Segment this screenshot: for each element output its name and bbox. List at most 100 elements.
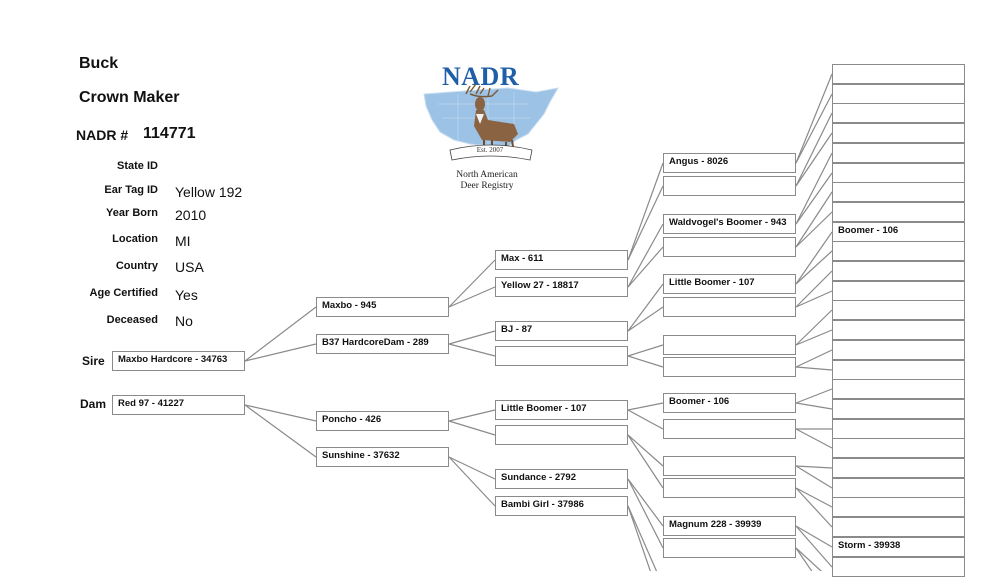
- pedigree-box-gen5-25: Storm - 39938: [832, 537, 965, 557]
- banner-icon: [449, 144, 533, 161]
- connector-line: [627, 344, 664, 357]
- field-value-deceased: No: [175, 313, 193, 329]
- nadr-number: 114771: [143, 125, 196, 142]
- connector-line: [795, 465, 833, 469]
- connector-line: [244, 343, 317, 362]
- connector-line: [795, 487, 833, 528]
- logo-line1: North American: [456, 170, 518, 180]
- pedigree-box-gen5-15: [832, 340, 965, 360]
- pedigree-box-gen4-14: [663, 538, 796, 558]
- connector-line: [448, 330, 496, 345]
- connector-line: [795, 428, 833, 449]
- connector-line: [448, 409, 496, 422]
- connector-line: [795, 211, 833, 248]
- logo-est: Est. 2007: [476, 146, 504, 154]
- pedigree-box-gen4-9: Boomer - 106: [663, 393, 796, 413]
- field-label-year-born: Year Born: [106, 207, 158, 219]
- pedigree-box-gen5-9: Boomer - 106: [832, 222, 965, 242]
- connector-line: [244, 404, 317, 422]
- pedigree-box-gen5-19: [832, 419, 965, 439]
- connector-line: [627, 223, 664, 288]
- connector-line: [448, 456, 496, 507]
- pedigree-box-gen4-1: Angus - 8026: [663, 153, 796, 173]
- pedigree-box-gen3-5: Little Boomer - 107: [495, 400, 628, 420]
- nadr-logo: NADR Est. 2007 North American Deer Regis…: [418, 62, 568, 197]
- field-label-age-certified: Age Certified: [89, 287, 158, 299]
- animal-type: Buck: [79, 55, 119, 72]
- connector-line: [795, 231, 833, 285]
- pedigree-box-gen4-13: Magnum 228 - 39939: [663, 516, 796, 536]
- pedigree-box-gen2-3: Poncho - 426: [316, 411, 449, 431]
- connector-line: [795, 250, 833, 285]
- pedigree-box-gen5-13: [832, 300, 965, 320]
- connector-line: [795, 525, 833, 548]
- pedigree-box-gen4-12: [663, 478, 796, 498]
- field-value-ear-tag: Yellow 192: [175, 184, 243, 200]
- connector-line: [795, 487, 833, 508]
- pedigree-box-gen3-7: Sundance - 2792: [495, 469, 628, 489]
- nadr-number-label: NADR #: [76, 127, 129, 143]
- connector-line: [627, 478, 664, 527]
- pedigree-box-gen4-8: [663, 357, 796, 377]
- connector-line: [795, 547, 813, 571]
- connector-line: [795, 525, 833, 568]
- connector-line: [448, 259, 496, 308]
- pedigree-box-gen4-10: [663, 419, 796, 439]
- pedigree-box-gen2-2: B37 HardcoreDam - 289: [316, 334, 449, 354]
- field-label-ear-tag: Ear Tag ID: [104, 184, 158, 196]
- connector-line: [795, 366, 833, 371]
- connector-line: [627, 355, 664, 368]
- pedigree-box-gen1-1: Maxbo Hardcore - 34763: [112, 351, 245, 371]
- connector-line: [448, 286, 496, 308]
- pedigree-box-gen5-26: [832, 557, 965, 577]
- pedigree-box-gen4-6: [663, 297, 796, 317]
- pedigree-box-gen5-6: [832, 163, 965, 183]
- connector-line: [795, 329, 833, 346]
- pedigree-box-gen5-23: [832, 497, 965, 517]
- connector-line: [627, 434, 664, 467]
- connector-line: [795, 191, 833, 248]
- field-label-deceased: Deceased: [106, 314, 158, 326]
- connector-line: [627, 505, 658, 571]
- connector-line: [627, 306, 664, 332]
- connector-line: [627, 402, 664, 411]
- map-deer-icon: [423, 84, 559, 156]
- connector-line: [244, 404, 317, 458]
- pedigree-box-gen5-21: [832, 458, 965, 478]
- connector-line: [448, 343, 496, 357]
- connector-line: [795, 93, 833, 164]
- connector-line: [627, 162, 664, 261]
- pedigree-box-gen3-6: [495, 425, 628, 445]
- field-value-year-born: 2010: [175, 207, 207, 223]
- connector-line: [795, 349, 833, 368]
- connector-line: [795, 172, 833, 225]
- pedigree-box-gen5-17: [832, 379, 965, 399]
- connector-line: [627, 409, 664, 430]
- field-value-location: MI: [175, 233, 191, 249]
- pedigree-box-gen4-7: [663, 335, 796, 355]
- pedigree-box-gen5-18: [832, 399, 965, 419]
- pedigree-box-gen5-3: [832, 103, 965, 123]
- connector-line: [627, 185, 664, 261]
- connector-line: [795, 132, 833, 187]
- connector-line: [795, 290, 833, 308]
- pedigree-box-gen5-12: [832, 281, 965, 301]
- connector-line: [244, 306, 317, 362]
- pedigree-box-gen3-3: BJ - 87: [495, 321, 628, 341]
- logo-line2: Deer Registry: [460, 181, 514, 191]
- connector-line: [795, 152, 833, 225]
- connector-line: [627, 505, 651, 571]
- connector-line: [627, 434, 664, 489]
- animal-name: Crown Maker: [79, 89, 180, 106]
- connector-line: [795, 270, 833, 308]
- pedigree-box-gen5-16: [832, 360, 965, 380]
- connector-line: [795, 388, 833, 404]
- connector-line: [627, 478, 664, 549]
- field-label-country: Country: [115, 260, 158, 272]
- connector-line: [795, 465, 833, 489]
- pedigree-box-gen5-1: [832, 64, 965, 84]
- pedigree-box-gen5-22: [832, 478, 965, 498]
- connector-line: [448, 456, 496, 480]
- pedigree-box-gen4-4: [663, 237, 796, 257]
